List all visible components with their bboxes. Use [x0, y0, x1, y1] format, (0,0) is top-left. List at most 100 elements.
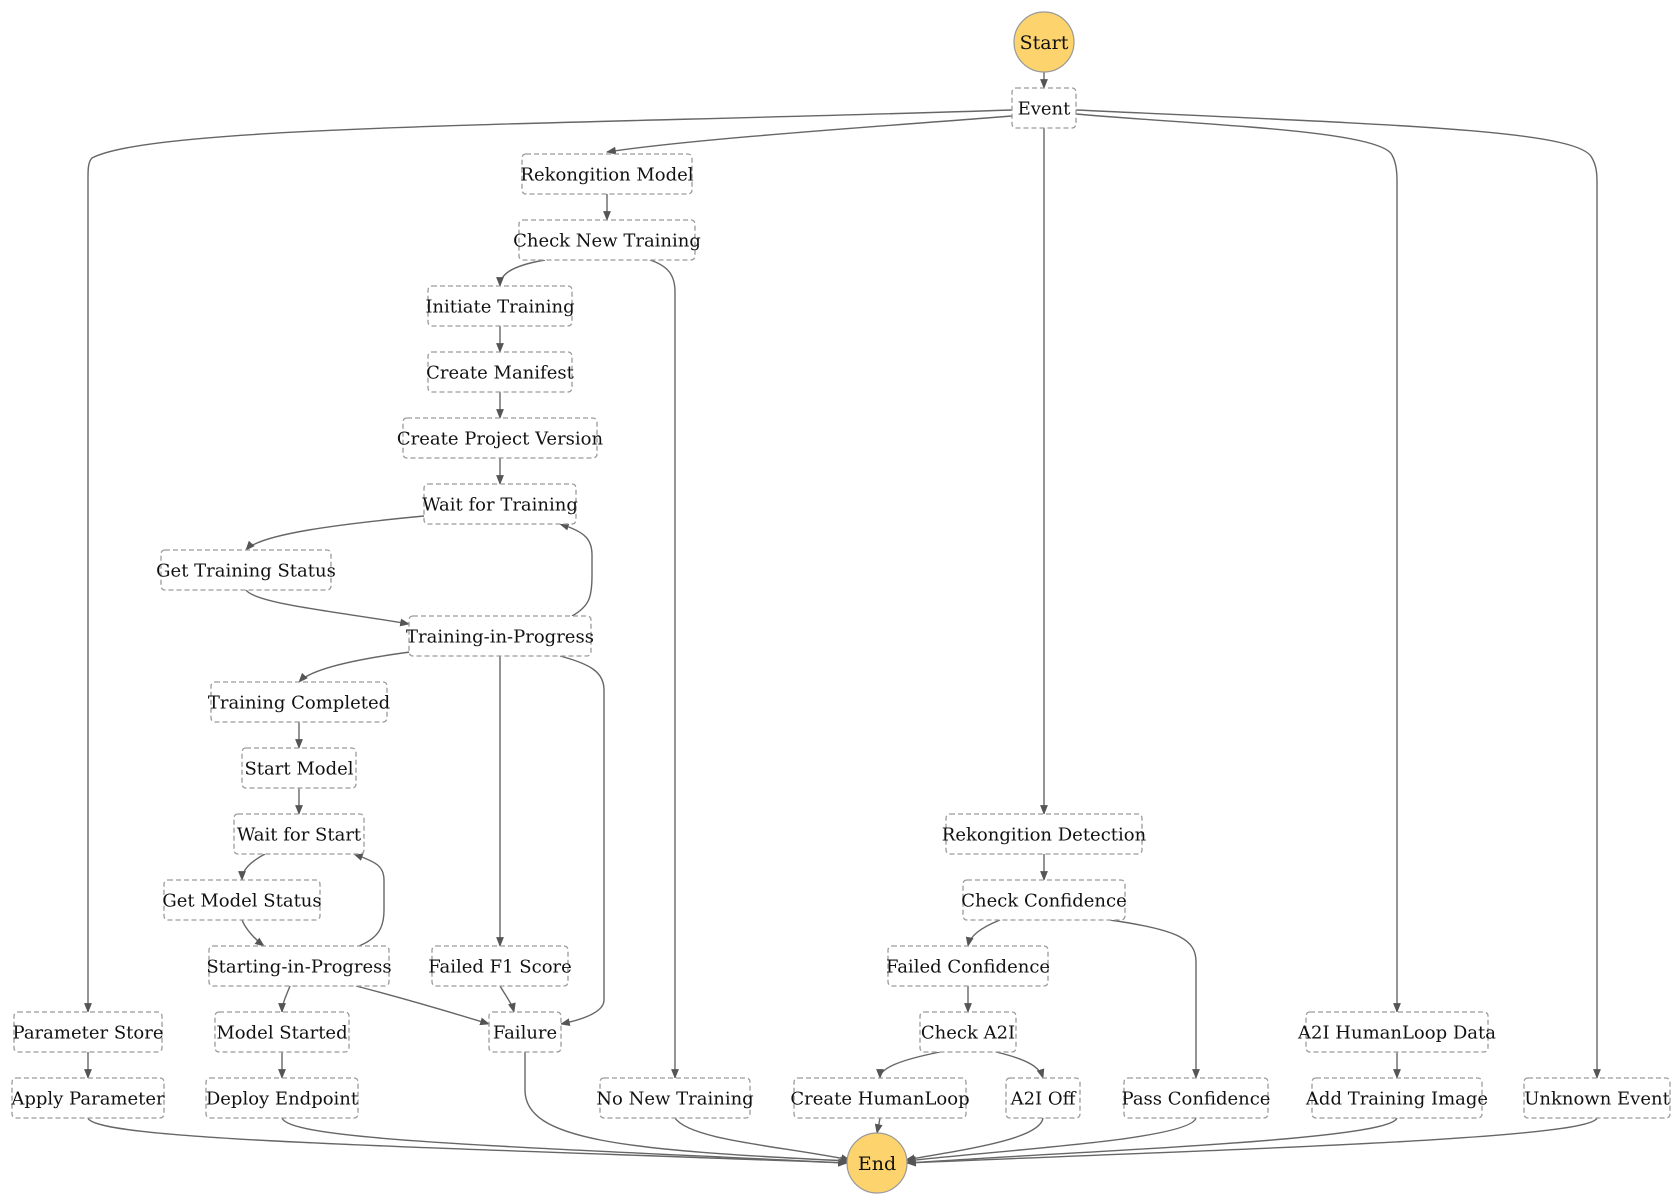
- edge-event-to-unknown-event: [1075, 109, 1601, 1079]
- node-label: Pass Confidence: [1122, 1089, 1271, 1110]
- node-box: [887, 945, 1049, 987]
- node-label: Failed F1 Score: [428, 957, 572, 978]
- node-label: Parameter Store: [13, 1023, 164, 1044]
- edge-pass-confidence-to-end: [906, 1117, 1197, 1164]
- node-unknown-event[interactable]: Unknown Event: [1523, 1077, 1671, 1119]
- node-box: [1123, 1077, 1269, 1119]
- node-get-training-status[interactable]: Get Training Status: [156, 549, 336, 591]
- node-model-started[interactable]: Model Started: [214, 1011, 350, 1053]
- node-create-manifest[interactable]: Create Manifest: [426, 351, 575, 393]
- node-check-a2i[interactable]: Check A2I: [919, 1011, 1017, 1053]
- node-box: [208, 945, 390, 987]
- node-box: [521, 153, 693, 195]
- node-box: [241, 747, 357, 789]
- edge-add-training-image-to-end: [906, 1117, 1398, 1167]
- node-label: Rekongition Detection: [942, 825, 1147, 846]
- edge-event-to-parameter-store: [84, 109, 1013, 1013]
- node-label: Training-in-Progress: [406, 627, 594, 648]
- node-box: [962, 879, 1126, 921]
- edge-check-a2i-to-a2i-off: [995, 1051, 1045, 1079]
- node-box: [402, 417, 598, 459]
- edge-training-in-progress-to-training-completed: [298, 651, 411, 683]
- node-box: [1011, 87, 1077, 129]
- node-box: [1305, 1011, 1489, 1053]
- edge-deploy-endpoint-to-end: [281, 1117, 848, 1167]
- node-check-new-training[interactable]: Check New Training: [513, 219, 701, 261]
- node-box: [11, 1077, 165, 1119]
- edge-a2i-off-to-end: [905, 1117, 1044, 1163]
- node-rekognition-model[interactable]: Rekongition Model: [520, 153, 694, 195]
- node-failure[interactable]: Failure: [488, 1011, 562, 1053]
- node-deploy-endpoint[interactable]: Deploy Endpoint: [205, 1077, 359, 1119]
- edge-get-training-status-to-training-in-progress: [245, 589, 410, 627]
- node-label: Training Completed: [208, 693, 390, 714]
- node-apply-parameter[interactable]: Apply Parameter: [10, 1077, 165, 1119]
- node-no-new-training[interactable]: No New Training: [596, 1077, 754, 1119]
- node-pass-confidence[interactable]: Pass Confidence: [1122, 1077, 1271, 1119]
- edge-no-new-training-to-end: [674, 1117, 851, 1163]
- node-label: Failed Confidence: [886, 957, 1050, 978]
- node-training-completed[interactable]: Training Completed: [208, 681, 390, 723]
- node-box: [214, 1011, 350, 1053]
- node-box: [1311, 1077, 1483, 1119]
- node-a2i-off[interactable]: A2I Off: [1005, 1077, 1081, 1119]
- node-a2i-humanloop-data[interactable]: A2I HumanLoop Data: [1297, 1011, 1496, 1053]
- edge-failure-to-end: [524, 1052, 850, 1165]
- node-label: Check New Training: [513, 231, 701, 252]
- node-box: [945, 813, 1143, 855]
- node-event[interactable]: Event: [1011, 87, 1077, 129]
- node-add-training-image[interactable]: Add Training Image: [1305, 1077, 1488, 1119]
- edge-event-to-rekognition-model: [606, 115, 1013, 155]
- node-box: [518, 219, 696, 261]
- node-box: [488, 1011, 562, 1053]
- node-create-humanloop[interactable]: Create HumanLoop: [790, 1077, 970, 1119]
- node-label: No New Training: [596, 1089, 753, 1110]
- node-label: Get Model Status: [162, 891, 321, 912]
- node-label: Create Project Version: [397, 429, 604, 450]
- node-failed-confidence[interactable]: Failed Confidence: [886, 945, 1050, 987]
- node-label: Failure: [493, 1023, 557, 1044]
- edge-apply-parameter-to-end: [87, 1117, 848, 1167]
- node-start-model[interactable]: Start Model: [241, 747, 357, 789]
- edge-training-in-progress-to-failure: [559, 655, 605, 1027]
- node-end[interactable]: End: [846, 1132, 908, 1194]
- node-wait-for-start[interactable]: Wait for Start: [233, 813, 365, 855]
- node-label: Check Confidence: [961, 891, 1126, 912]
- edge-check-confidence-to-failed-confidence: [965, 919, 1001, 947]
- node-rekognition-detection[interactable]: Rekongition Detection: [942, 813, 1147, 855]
- node-label: Start Model: [244, 759, 353, 780]
- node-label: Check A2I: [921, 1023, 1015, 1044]
- node-box: [233, 813, 365, 855]
- node-create-project-version[interactable]: Create Project Version: [397, 417, 604, 459]
- node-label: Start: [1020, 32, 1069, 54]
- node-box: [919, 1011, 1017, 1053]
- node-failed-f1-score[interactable]: Failed F1 Score: [428, 945, 572, 987]
- node-parameter-store[interactable]: Parameter Store: [13, 1011, 164, 1053]
- edge-create-humanloop-to-end: [874, 1117, 883, 1134]
- edge-check-new-training-to-initiate-training: [496, 259, 546, 287]
- node-starting-in-progress[interactable]: Starting-in-Progress: [206, 945, 392, 987]
- node-label: A2I HumanLoop Data: [1297, 1023, 1496, 1044]
- edges-layer: [84, 72, 1601, 1167]
- node-wait-for-training[interactable]: Wait for Training: [422, 483, 578, 525]
- node-initiate-training[interactable]: Initiate Training: [425, 285, 575, 327]
- node-label: Wait for Start: [237, 825, 362, 846]
- node-box: [160, 549, 332, 591]
- edge-check-confidence-to-pass-confidence: [1109, 919, 1200, 1079]
- node-label: Create HumanLoop: [790, 1089, 969, 1110]
- node-box: [13, 1011, 163, 1053]
- node-box: [1005, 1077, 1081, 1119]
- node-box: [793, 1077, 967, 1119]
- node-box: [431, 945, 569, 987]
- edge-event-to-a2i-humanloop-data: [1075, 113, 1401, 1013]
- node-training-in-progress[interactable]: Training-in-Progress: [406, 615, 594, 657]
- node-label: Initiate Training: [425, 297, 574, 318]
- start-circle: [1013, 11, 1075, 73]
- edge-wait-for-training-to-get-training-status: [245, 515, 425, 551]
- node-check-confidence[interactable]: Check Confidence: [961, 879, 1127, 921]
- node-box: [1523, 1077, 1671, 1119]
- node-get-model-status[interactable]: Get Model Status: [162, 879, 322, 921]
- node-start[interactable]: Start: [1013, 11, 1075, 73]
